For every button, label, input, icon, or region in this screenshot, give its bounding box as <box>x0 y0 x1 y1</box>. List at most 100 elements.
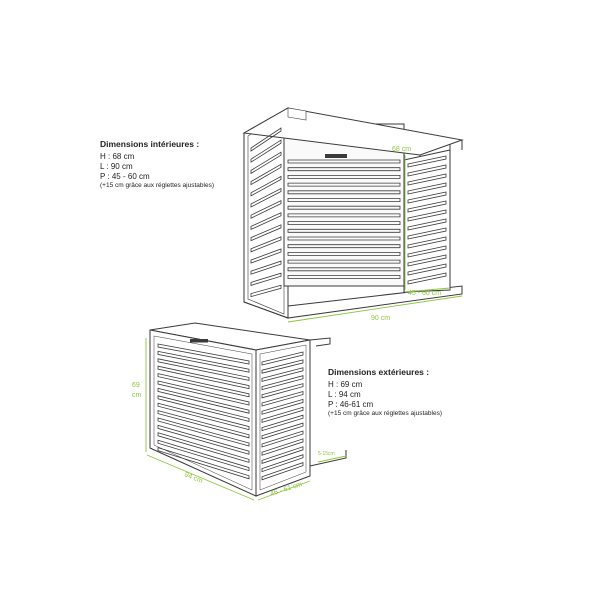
slat <box>287 267 401 272</box>
bottom-dimension-lines <box>145 338 347 501</box>
top-dimension-lines <box>287 155 463 323</box>
slat <box>261 390 304 407</box>
slat <box>261 367 304 382</box>
slat <box>250 272 282 286</box>
slat <box>261 438 304 456</box>
slat <box>250 260 282 275</box>
inner-dimensions: Dimensions intérieures : H : 68 cm L : 9… <box>100 139 214 190</box>
slat <box>157 432 250 463</box>
slat <box>157 387 250 414</box>
bottom-side-slats <box>261 351 304 481</box>
slat <box>261 446 304 464</box>
inner-title: Dimensions intérieures : <box>100 139 200 149</box>
small-depth-label: 5-15cm <box>318 451 335 457</box>
slat <box>157 373 250 398</box>
slat <box>250 163 282 186</box>
slat <box>250 212 282 231</box>
slat <box>157 439 250 472</box>
slat <box>287 228 401 233</box>
slat <box>250 139 282 163</box>
outer-width: L : 94 cm <box>328 389 361 399</box>
slat <box>250 199 282 219</box>
slat <box>157 410 250 439</box>
slat <box>157 402 250 431</box>
slat <box>250 187 282 208</box>
bottom-height-number: 69 <box>132 382 140 389</box>
slat <box>407 218 447 231</box>
slat <box>250 236 282 253</box>
inner-width: L : 90 cm <box>100 161 133 171</box>
slat <box>407 254 447 267</box>
slat <box>250 151 282 175</box>
slat <box>287 205 401 210</box>
slat <box>287 251 401 256</box>
slat <box>261 414 304 432</box>
slat <box>261 422 304 440</box>
slat <box>287 190 401 195</box>
slat <box>157 395 250 422</box>
slat <box>261 462 304 481</box>
slat <box>157 358 250 381</box>
slat <box>261 383 304 399</box>
slat <box>287 221 401 226</box>
slat <box>250 175 282 197</box>
bottom-height-unit: cm <box>132 392 142 399</box>
slat <box>261 351 304 366</box>
slat <box>287 198 401 202</box>
slat <box>157 350 250 373</box>
bottom-front-slats <box>157 343 250 480</box>
outer-dimensions: Dimensions extérieures : H : 69 cm L : 9… <box>328 367 442 418</box>
slat <box>261 359 304 374</box>
slat <box>157 365 250 390</box>
slat <box>261 406 304 423</box>
slat <box>287 174 401 179</box>
inner-depth: P : 45 - 60 cm <box>100 171 150 181</box>
inner-note: (+15 cm grâce aux réglettes ajustables) <box>100 181 214 189</box>
slat <box>287 259 401 264</box>
slat <box>250 224 282 242</box>
slat <box>407 209 447 222</box>
slat <box>287 159 401 164</box>
outer-title: Dimensions extérieures : <box>328 367 430 377</box>
slat <box>261 430 304 448</box>
slat <box>407 155 447 168</box>
slat <box>250 284 282 298</box>
slat <box>261 398 304 415</box>
outer-height: H : 69 cm <box>328 379 363 389</box>
slat <box>407 200 447 213</box>
slat <box>407 272 447 285</box>
outer-note: (+15 cm grâce aux réglettes ajustables) <box>328 409 442 417</box>
top-back-slats <box>287 159 401 279</box>
slat <box>407 164 447 177</box>
inner-height: H : 68 cm <box>100 151 135 161</box>
slat <box>407 173 447 186</box>
top-width-label: 90 cm <box>371 315 390 322</box>
top-height-label: 68 cm <box>392 146 411 153</box>
slat <box>261 454 304 473</box>
slat <box>407 227 447 240</box>
slat <box>407 182 447 195</box>
outer-depth: P : 46-61 cm <box>328 399 374 409</box>
slat <box>287 182 401 187</box>
slat <box>261 375 304 391</box>
slat <box>250 127 282 152</box>
slat <box>287 275 401 279</box>
top-right-slats <box>407 155 447 285</box>
slat <box>157 380 250 406</box>
slat <box>157 417 250 447</box>
slat <box>407 191 447 204</box>
slat <box>287 167 401 172</box>
slat <box>287 213 401 218</box>
slat <box>407 245 447 258</box>
slat <box>250 248 282 264</box>
slat <box>287 244 401 249</box>
bottom-width-label: 94 cm <box>183 471 203 485</box>
slat <box>407 236 447 249</box>
slat <box>157 447 250 480</box>
slat <box>157 424 250 455</box>
slat <box>287 236 401 241</box>
slat <box>157 343 250 365</box>
slat <box>407 263 447 276</box>
top-cover-illustration <box>242 107 464 319</box>
